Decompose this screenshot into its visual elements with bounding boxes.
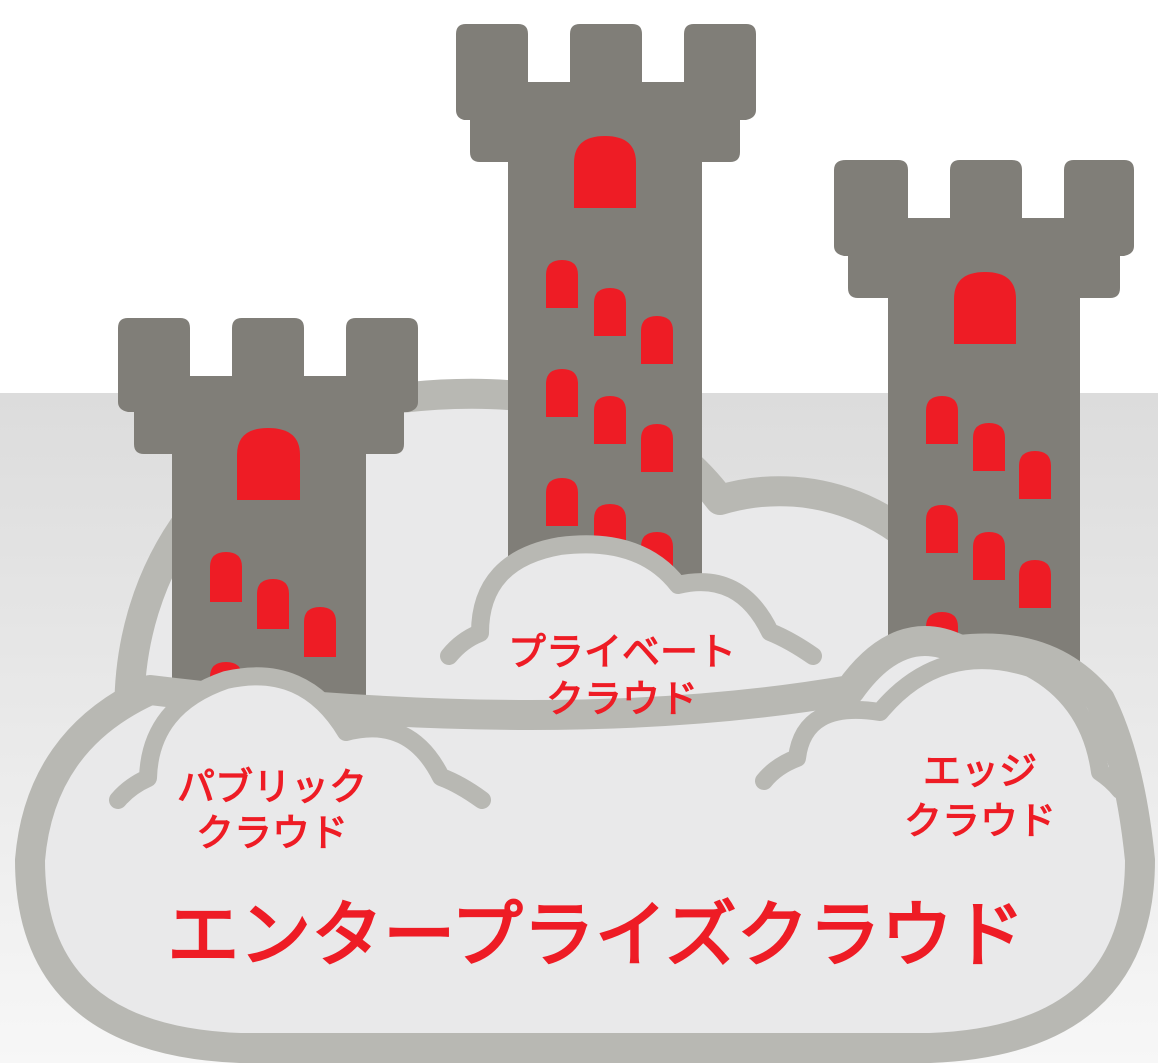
private-cloud-label-line2: クラウド	[546, 677, 698, 721]
window-icon	[594, 396, 626, 444]
enterprise-cloud-label: エンタープライズクラウド	[167, 893, 1025, 977]
window-icon	[1019, 560, 1051, 608]
edge-cloud-label-line2: クラウド	[904, 799, 1056, 843]
window-icon	[257, 579, 289, 629]
edge-cloud-label-line1: エッジ	[923, 749, 1037, 793]
window-icon	[574, 136, 636, 208]
public-cloud-label-line1: パブリック	[177, 765, 367, 809]
window-icon	[641, 316, 673, 364]
private-cloud-label-line1: プライベート	[508, 630, 736, 674]
window-icon	[926, 396, 958, 444]
window-icon	[641, 424, 673, 472]
edge-cloud	[755, 651, 1129, 880]
window-icon	[546, 369, 578, 417]
window-icon	[304, 607, 336, 657]
window-icon	[926, 505, 958, 553]
window-icon	[210, 552, 242, 602]
public-cloud	[109, 667, 491, 880]
window-icon	[973, 532, 1005, 580]
window-icon	[973, 423, 1005, 471]
edge-tower	[834, 160, 1134, 720]
window-icon	[546, 478, 578, 526]
window-icon	[954, 272, 1016, 344]
window-icon	[237, 428, 300, 500]
private-tower	[456, 24, 756, 600]
public-cloud-label-line2: クラウド	[196, 811, 348, 855]
window-icon	[594, 288, 626, 336]
window-icon	[1019, 451, 1051, 499]
window-icon	[546, 260, 578, 308]
